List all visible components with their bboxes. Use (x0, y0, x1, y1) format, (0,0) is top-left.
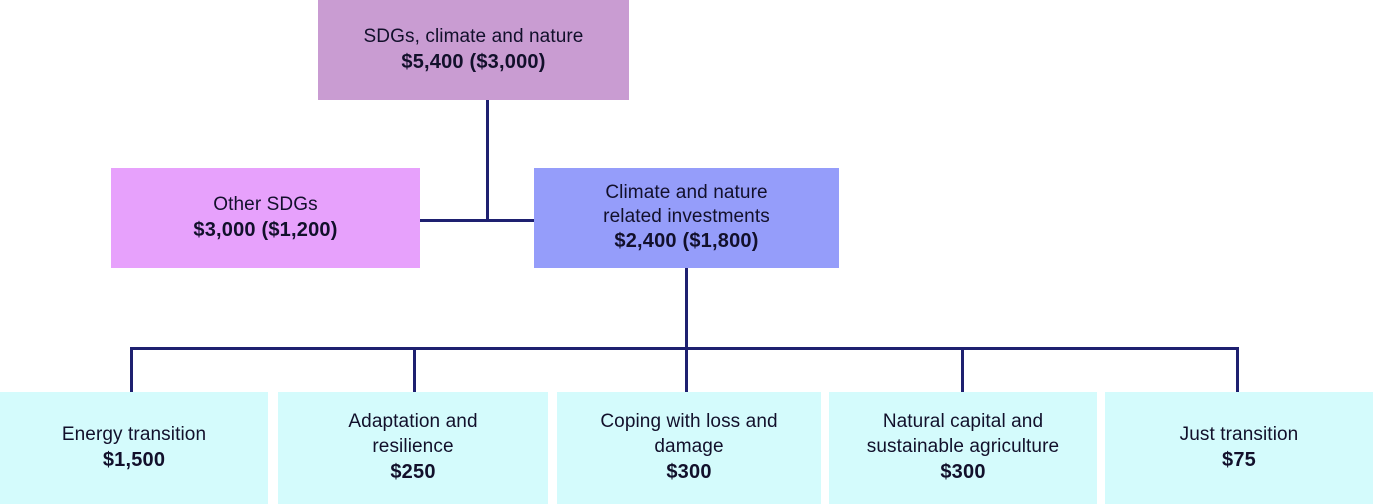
connector-level2-bus (419, 219, 537, 222)
node-title: SDGs, climate and nature (363, 25, 584, 47)
connector-drop-energy (130, 347, 133, 392)
node-coping-with-loss-and-damage[interactable]: Coping with loss and damage $300 (557, 392, 821, 504)
node-title: Climate and nature related investments (603, 181, 770, 227)
node-title: Natural capital and sustainable agricult… (866, 411, 1060, 457)
node-energy-transition[interactable]: Energy transition $1,500 (0, 392, 268, 504)
node-value: $300 (940, 461, 986, 484)
connector-drop-coping (685, 347, 688, 392)
node-title: Adaptation and resilience (348, 411, 478, 457)
node-value: $1,500 (102, 448, 166, 471)
connector-drop-natural (961, 347, 964, 392)
connector-drop-just (1236, 347, 1239, 392)
connector-climate-vertical (685, 268, 688, 350)
connector-leaf-bus (130, 347, 1239, 350)
node-title: Other SDGs (213, 193, 318, 215)
node-climate-and-nature-related-investments[interactable]: Climate and nature related investments $… (534, 168, 839, 268)
node-just-transition[interactable]: Just transition $75 (1105, 392, 1373, 504)
node-value: $5,400 ($3,000) (401, 50, 546, 73)
connector-drop-adaptation (413, 347, 416, 392)
node-value: $3,000 ($1,200) (193, 218, 338, 241)
node-adaptation-and-resilience[interactable]: Adaptation and resilience $250 (278, 392, 548, 504)
node-other-sdgs[interactable]: Other SDGs $3,000 ($1,200) (111, 168, 420, 268)
connector-root-vertical (486, 100, 489, 222)
node-value: $250 (390, 461, 436, 484)
node-value: $75 (1222, 448, 1256, 471)
node-title: Coping with loss and damage (600, 411, 778, 457)
node-value: $2,400 ($1,800) (614, 230, 759, 253)
node-value: $300 (666, 461, 712, 484)
node-sdgs-climate-and-nature[interactable]: SDGs, climate and nature $5,400 ($3,000) (318, 0, 629, 100)
node-title: Just transition (1179, 423, 1299, 445)
node-title: Energy transition (61, 423, 207, 445)
node-natural-capital-and-sustainable-agriculture[interactable]: Natural capital and sustainable agricult… (829, 392, 1097, 504)
